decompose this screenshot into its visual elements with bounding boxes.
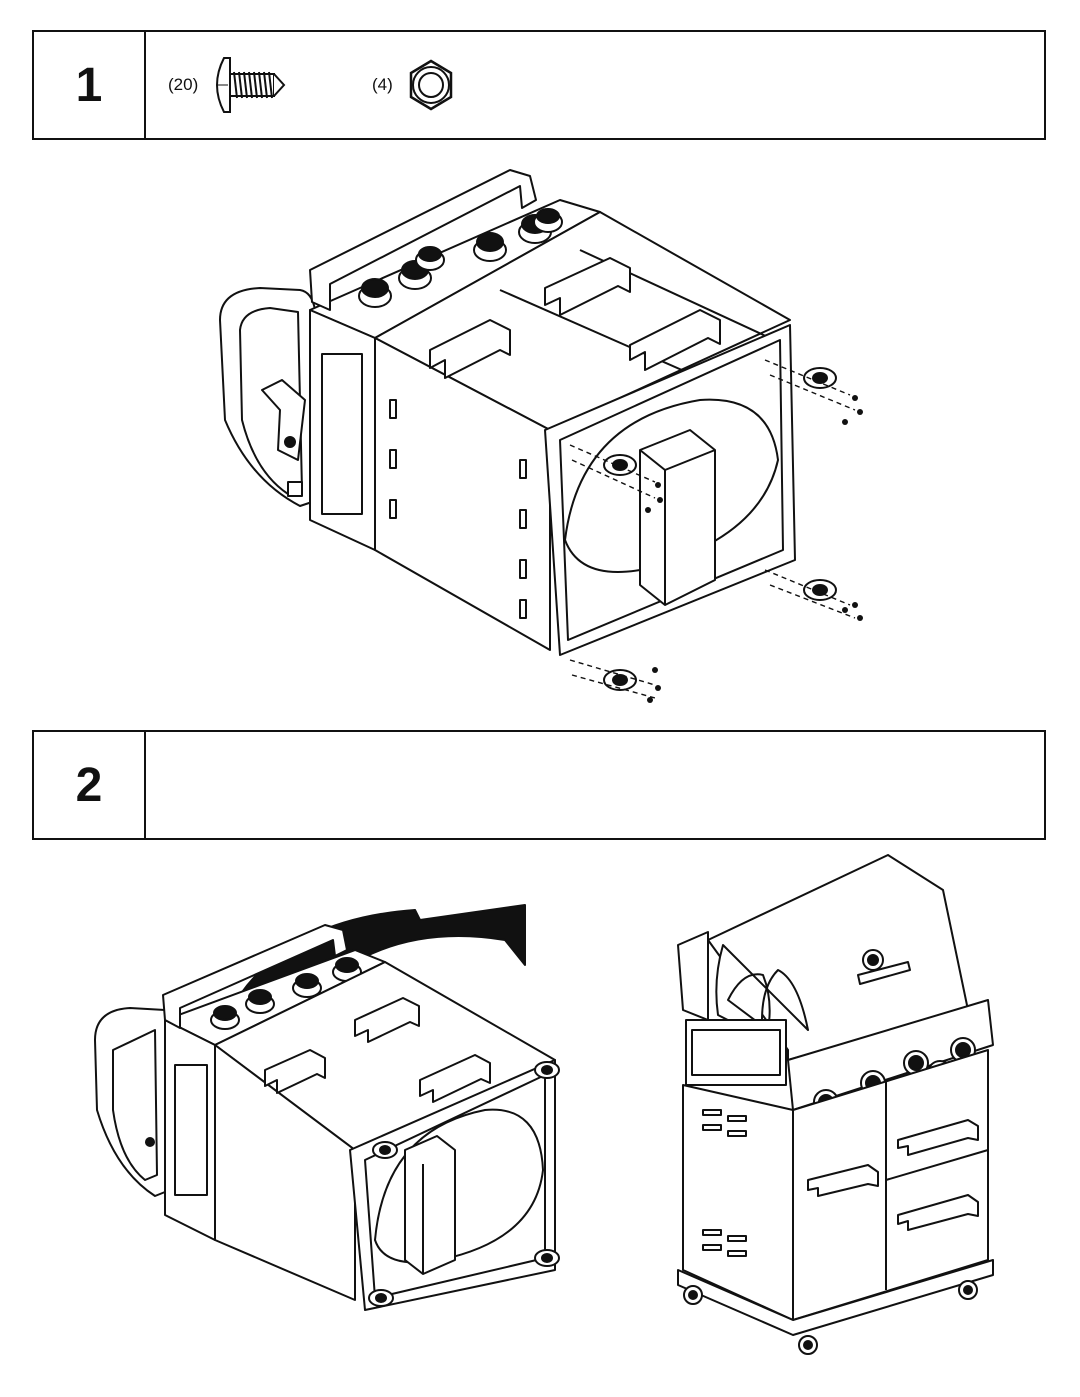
part-quantity: (4) <box>372 75 393 94</box>
caster-3 <box>803 579 837 601</box>
step-2-flip-illustration <box>85 880 575 1320</box>
step-2-assembled-grill-illustration <box>668 850 998 1355</box>
step-2-header: 2 <box>32 730 1046 840</box>
caster-4 <box>603 669 637 691</box>
part-quantity: (20) <box>168 75 199 94</box>
side-handle-panel <box>219 287 319 507</box>
part-screw: (20) <box>168 32 288 138</box>
step-1-header: 1 (20) (4) <box>32 30 1046 140</box>
part-nut: (4) <box>372 32 461 138</box>
step-number: 2 <box>34 732 146 838</box>
step-1-illustration <box>200 160 890 710</box>
nut-icon <box>401 55 461 115</box>
screw-icon <box>206 50 288 120</box>
step-number: 1 <box>34 32 146 138</box>
